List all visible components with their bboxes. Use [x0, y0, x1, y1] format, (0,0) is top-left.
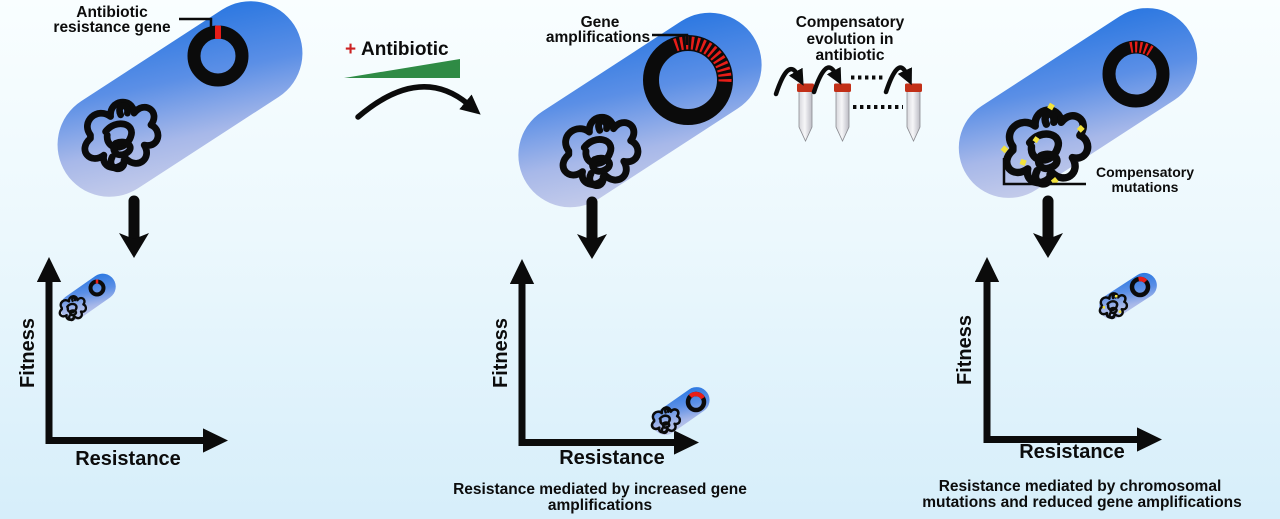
y-axis-label: Fitness	[954, 315, 976, 385]
down-arrow-icon	[1033, 195, 1063, 258]
fitness-resistance-graph: Fitness Resistance	[17, 257, 228, 470]
annotation-label: Antibiotic	[76, 4, 148, 21]
panel-compensated-cell: Compensatory mutations Fitness Resistanc…	[922, 8, 1242, 511]
antibiotic-label: Antibiotic	[361, 39, 449, 60]
passage-arc-arrow-icon	[811, 65, 842, 95]
x-axis-label: Resistance	[75, 448, 181, 470]
mini-bacterium-high-fitness-high-resistance	[1098, 272, 1157, 320]
mini-bacterium-high-fitness-low-resistance	[58, 273, 116, 322]
down-arrow-icon	[119, 195, 149, 258]
annotation-pointer-line	[1002, 158, 1086, 186]
panel-amplified-cell: Gene amplifications Fitness Resistance R…	[453, 12, 762, 514]
down-arrow-icon	[577, 196, 607, 259]
panel-caption: Resistance mediated by chromosomal	[939, 478, 1222, 495]
compensatory-evolution-label: antibiotic	[816, 47, 885, 64]
y-axis-label: Fitness	[17, 318, 39, 388]
passage-arc-arrow-icon	[773, 67, 804, 97]
y-axis-label: Fitness	[490, 318, 512, 388]
annotation-pointer-line	[652, 33, 689, 45]
mini-bacterium-low-fitness-high-resistance	[650, 387, 710, 435]
annotation-label: Gene	[581, 14, 620, 31]
bacterium-cell	[518, 12, 762, 208]
bacterium-cell	[958, 8, 1198, 198]
transition-serial-passage: Compensatory evolution in antibiotic	[773, 14, 922, 142]
antibiotic-gradient-triangle-icon	[344, 59, 460, 78]
annotation-label: Compensatory	[1096, 164, 1194, 180]
annotation-label: resistance gene	[53, 19, 171, 36]
fitness-resistance-graph: Fitness Resistance	[954, 257, 1162, 463]
test-tube-icon	[834, 83, 851, 142]
compensatory-evolution-label: Compensatory	[796, 14, 905, 31]
x-axis-label: Resistance	[559, 447, 665, 469]
plus-sign: +	[345, 39, 356, 60]
test-tube-icon	[797, 83, 814, 142]
curved-arrow-icon	[355, 84, 481, 120]
annotation-label: mutations	[1112, 179, 1179, 195]
annotation-pointer-line	[179, 17, 213, 28]
mini-mutation-marks	[1102, 294, 1122, 313]
fitness-resistance-graph: Fitness Resistance	[490, 259, 710, 469]
panel-initial-cell: Antibiotic resistance gene Fitness Resis…	[17, 1, 303, 470]
panel-caption: Resistance mediated by increased gene	[453, 481, 747, 498]
annotation-label: amplifications	[546, 29, 650, 46]
compensatory-evolution-label: evolution in	[807, 31, 894, 48]
gene-amplification-stripes	[1129, 41, 1156, 58]
panel-caption: mutations and reduced gene amplification…	[922, 494, 1242, 511]
transition-antibiotic-addition: + Antibiotic	[344, 39, 481, 120]
resistance-gene-mark	[215, 25, 221, 39]
test-tube-icon	[905, 83, 922, 142]
panel-caption: amplifications	[548, 497, 652, 514]
gene-amplification-stripes	[673, 36, 732, 84]
x-axis-label: Resistance	[1019, 441, 1125, 463]
passage-arc-arrow-icon	[883, 65, 912, 95]
